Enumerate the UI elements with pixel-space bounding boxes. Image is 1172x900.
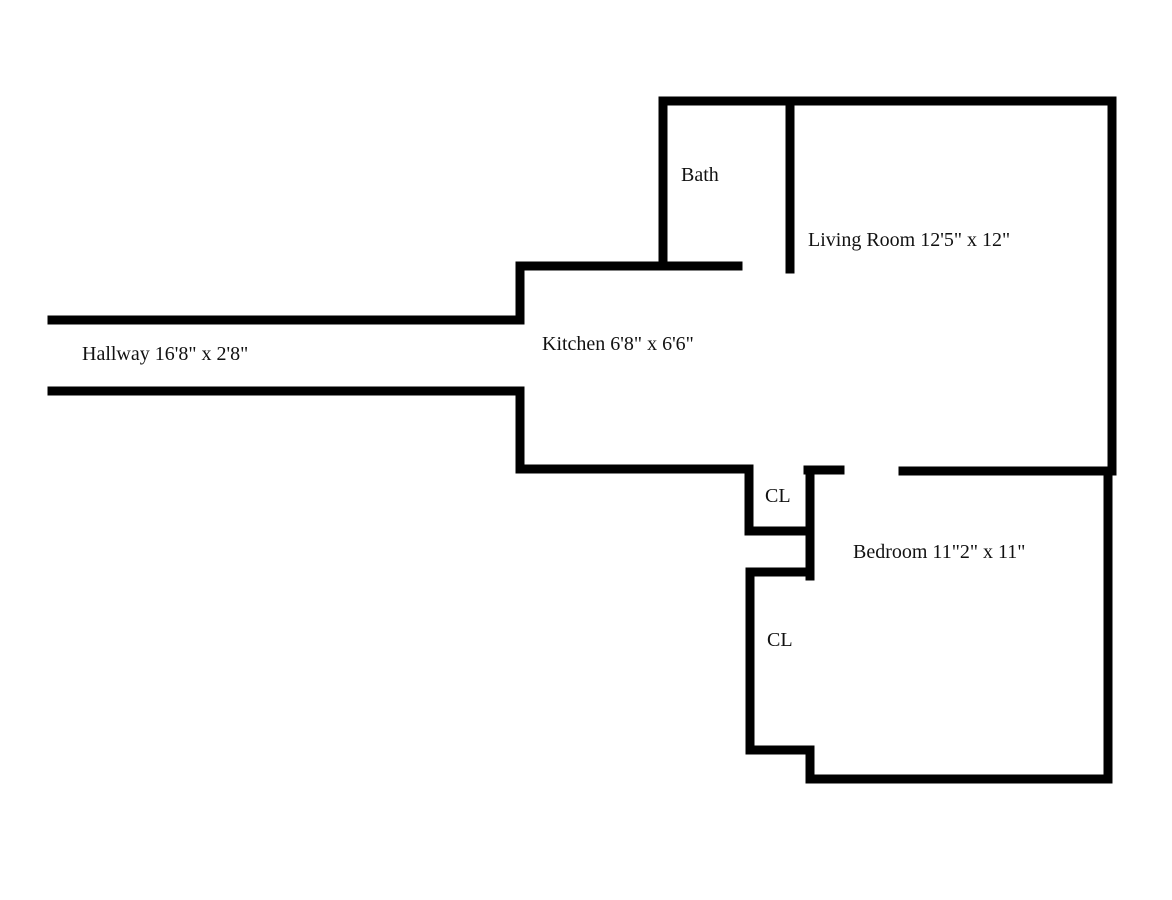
- wall-bath-living-outer: [658, 96, 1117, 784]
- room-label-closet-1: CL: [765, 485, 791, 507]
- room-label-bath: Bath: [681, 164, 719, 186]
- wall-hallway-bottom: [47, 386, 815, 536]
- room-label-bedroom: Bedroom 11"2" x 11": [853, 541, 1026, 563]
- room-label-hallway: Hallway 16'8" x 2'8": [82, 343, 249, 365]
- room-label-kitchen: Kitchen 6'8" x 6'6": [542, 333, 694, 355]
- room-label-closet-2: CL: [767, 629, 793, 651]
- room-label-living-room: Living Room 12'5" x 12": [808, 229, 1011, 251]
- wall-kitchen-top: [47, 261, 743, 325]
